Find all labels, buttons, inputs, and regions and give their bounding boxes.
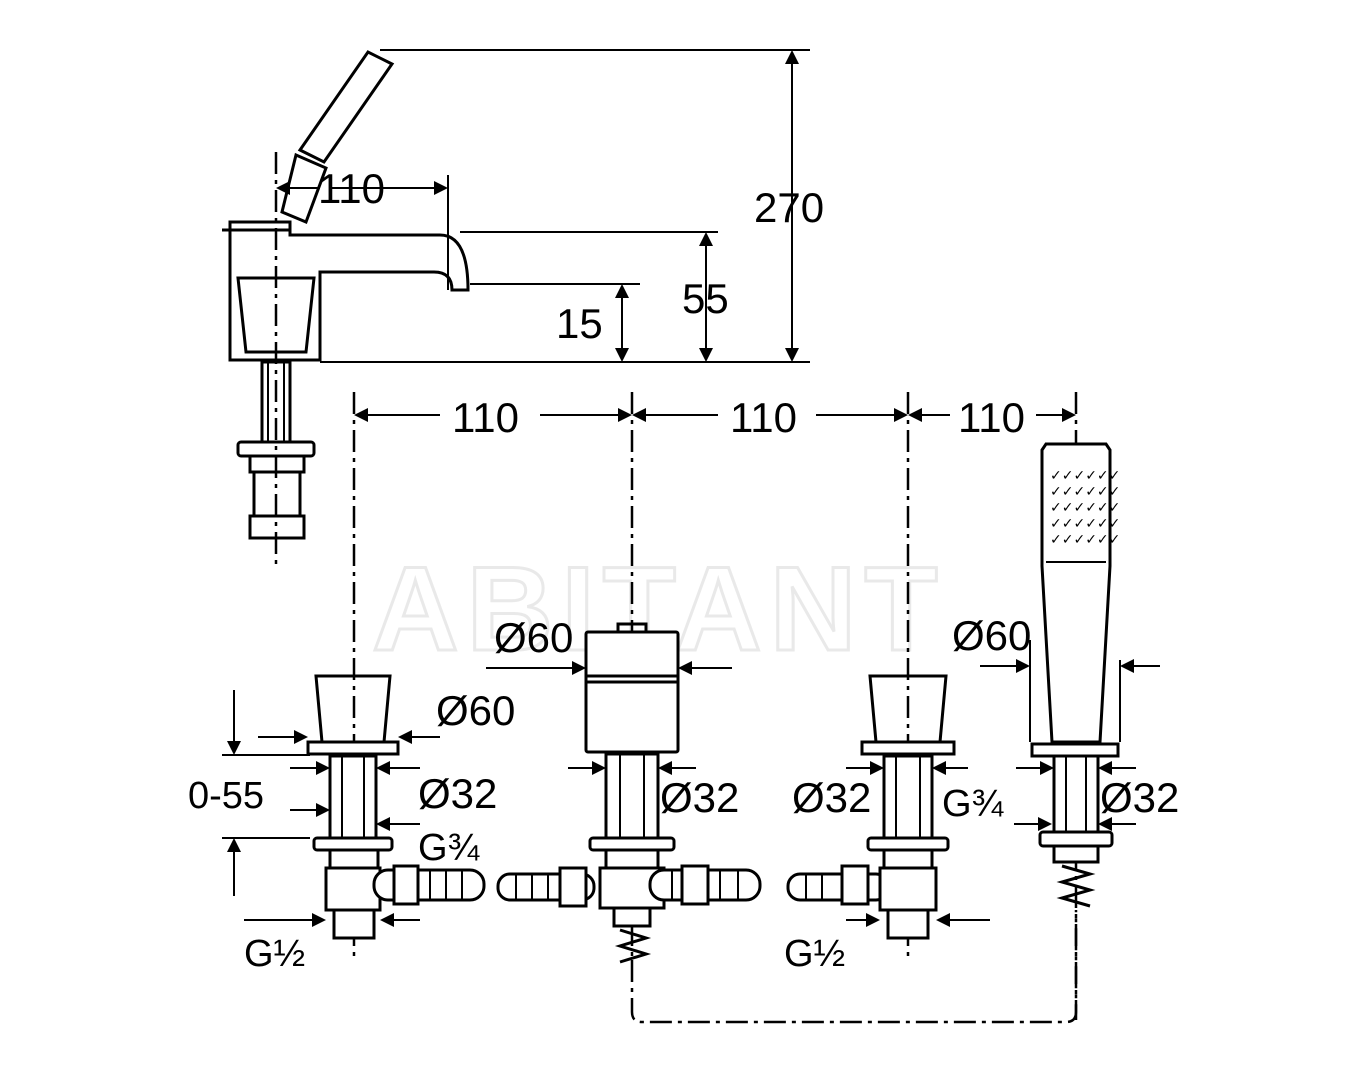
dim-deck-range: 0-55 [188, 775, 264, 817]
center-valve: Ø60 Ø32 [486, 614, 739, 964]
dim-shower-shank-dia: Ø32 [1100, 774, 1179, 821]
dim-spout-offset: 110 [318, 165, 385, 212]
left-valve: 0-55 Ø60 Ø32 G¾ G½ [188, 674, 515, 975]
shower-nozzles: ✓✓✓✓✓✓ ✓✓✓✓✓✓ ✓✓✓✓✓✓ ✓✓✓✓✓✓ ✓✓✓✓✓✓ [1050, 468, 1120, 548]
shower-hose-path [630, 910, 1078, 1024]
dim-spout-clearance: 15 [556, 300, 603, 347]
svg-text:✓✓✓✓✓✓: ✓✓✓✓✓✓ [1050, 484, 1120, 500]
dim-spacing-1: 110 [452, 394, 519, 441]
handshower-stick-shape [297, 50, 395, 164]
svg-text:✓✓✓✓✓✓: ✓✓✓✓✓✓ [1050, 500, 1120, 516]
dim-left-shank-dia: Ø32 [418, 770, 497, 817]
thread-right-inlet: G½ [784, 933, 845, 975]
dim-shower-handle-dia: Ø60 [952, 612, 1031, 659]
spout-handle [236, 276, 316, 354]
dim-left-handle-dia: Ø60 [436, 687, 515, 734]
dim-spout-height: 55 [682, 275, 729, 322]
thread-shower-outlet: G¾ [942, 783, 1005, 825]
thread-left-outlet: G¾ [418, 827, 481, 869]
thread-left-inlet: G½ [244, 933, 305, 975]
hand-shower-head [1040, 442, 1112, 744]
dim-spacing-3: 110 [958, 394, 1025, 441]
svg-text:✓✓✓✓✓✓: ✓✓✓✓✓✓ [1050, 516, 1120, 532]
dim-center-handle-dia: Ø60 [494, 614, 573, 661]
hose-right [648, 864, 890, 906]
center-valve-handle [584, 630, 680, 754]
svg-text:✓✓✓✓✓✓: ✓✓✓✓✓✓ [1050, 532, 1120, 548]
dim-right-shank-dia: Ø32 [792, 774, 871, 821]
dim-center-shank-dia: Ø32 [660, 774, 739, 821]
right-valve: Ø32 G½ [784, 674, 990, 975]
hose-left [372, 864, 596, 908]
dim-spacing-2: 110 [730, 394, 797, 441]
spout-body [228, 220, 470, 362]
spout-side-view: 110 15 55 270 [222, 49, 824, 570]
svg-text:✓✓✓✓✓✓: ✓✓✓✓✓✓ [1050, 468, 1120, 484]
dim-total-height: 270 [754, 184, 824, 231]
hand-shower: ✓✓✓✓✓✓ ✓✓✓✓✓✓ ✓✓✓✓✓✓ ✓✓✓✓✓✓ ✓✓✓✓✓✓ Ø60 Ø… [942, 442, 1179, 908]
